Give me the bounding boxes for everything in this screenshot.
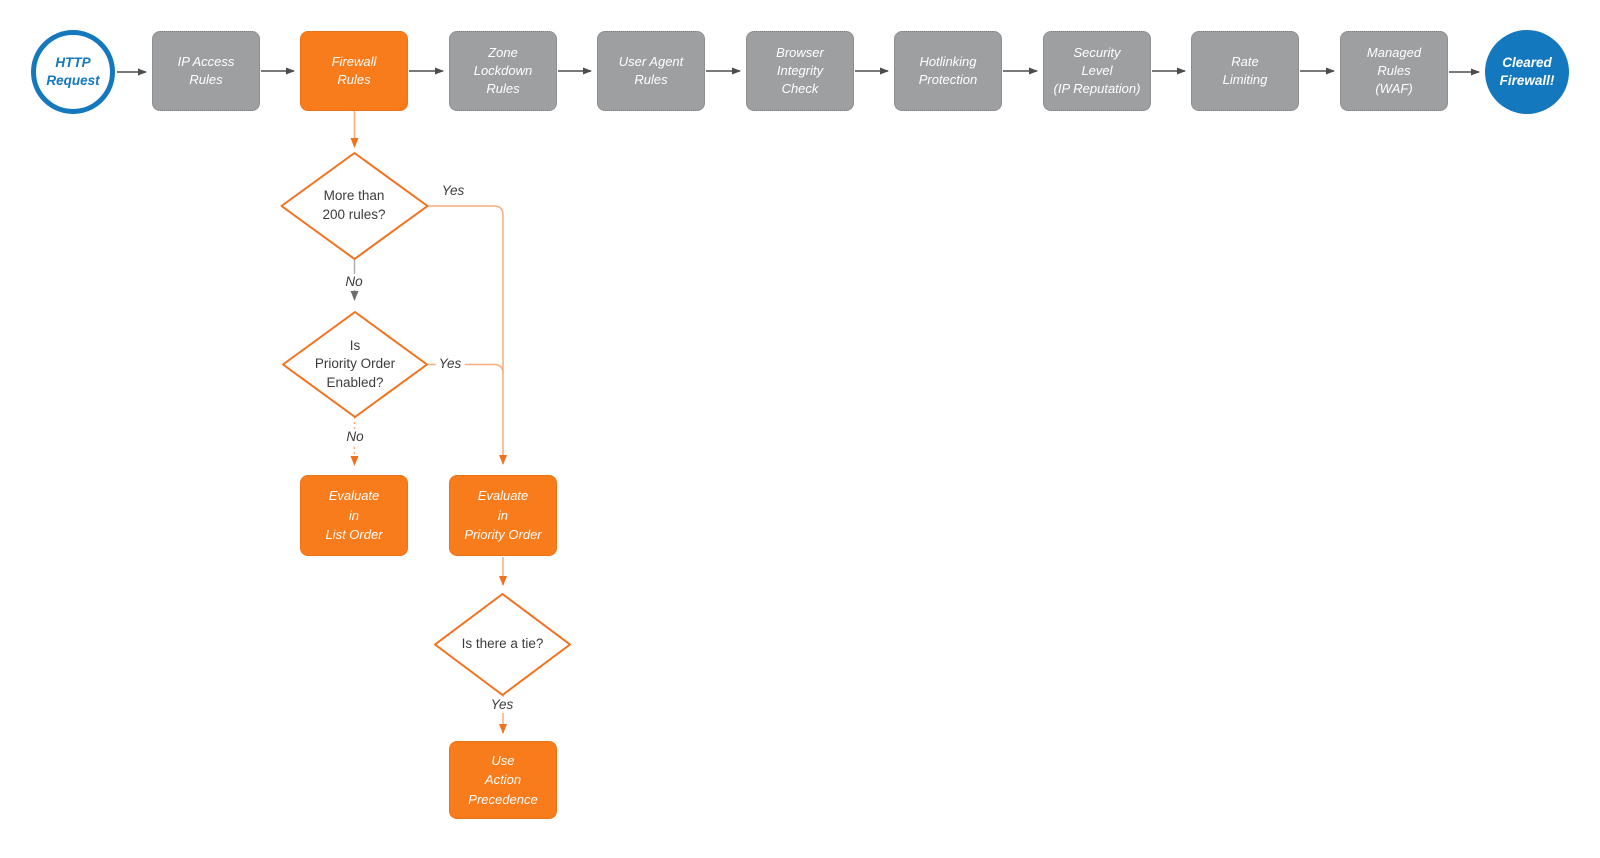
step-browser-integrity-check: Browser Integrity Check — [746, 31, 854, 111]
cleared-firewall-node: Cleared Firewall! — [1485, 30, 1569, 114]
node-use-action-precedence: Use Action Precedence — [449, 741, 557, 819]
step-zone-lockdown-rules: Zone Lockdown Rules — [449, 31, 557, 111]
edge-decision2-yes — [427, 363, 504, 374]
label-yes-more-rules: Yes — [441, 182, 465, 198]
decision-is-there-a-tie: Is there a tie? — [461, 636, 544, 652]
label-no-more-rules: No — [342, 273, 366, 291]
top-flow-connectors — [117, 67, 1480, 76]
step-hotlinking-protection: Hotlinking Protection — [894, 31, 1002, 111]
http-request-node: HTTP Request — [31, 30, 115, 114]
label-no-priority-enabled: No — [343, 428, 367, 446]
diamond-tie — [434, 593, 571, 696]
label-yes-priority-enabled: Yes — [435, 355, 465, 373]
step-ip-access-rules: IP Access Rules — [152, 31, 260, 111]
decision-more-than-200-rules: More than 200 rules? — [322, 188, 386, 222]
step-firewall-rules: Firewall Rules — [300, 31, 408, 111]
step-rate-limiting: Rate Limiting — [1191, 31, 1299, 111]
node-evaluate-list-order: Evaluate in List Order — [300, 475, 408, 556]
decision-shapes — [280, 152, 571, 696]
step-security-level: Security Level (IP Reputation) — [1043, 31, 1151, 111]
step-user-agent-rules: User Agent Rules — [597, 31, 705, 111]
diamond-priority-enabled — [282, 311, 428, 418]
diamond-more-rules — [280, 152, 429, 260]
decision-priority-order-enabled: Is Priority Order Enabled? — [314, 338, 396, 390]
step-managed-rules-waf: Managed Rules (WAF) — [1340, 31, 1448, 111]
edge-decision1-yes — [427, 205, 507, 465]
node-evaluate-priority-order: Evaluate in Priority Order — [449, 475, 557, 556]
label-yes-tie: Yes — [487, 696, 517, 714]
